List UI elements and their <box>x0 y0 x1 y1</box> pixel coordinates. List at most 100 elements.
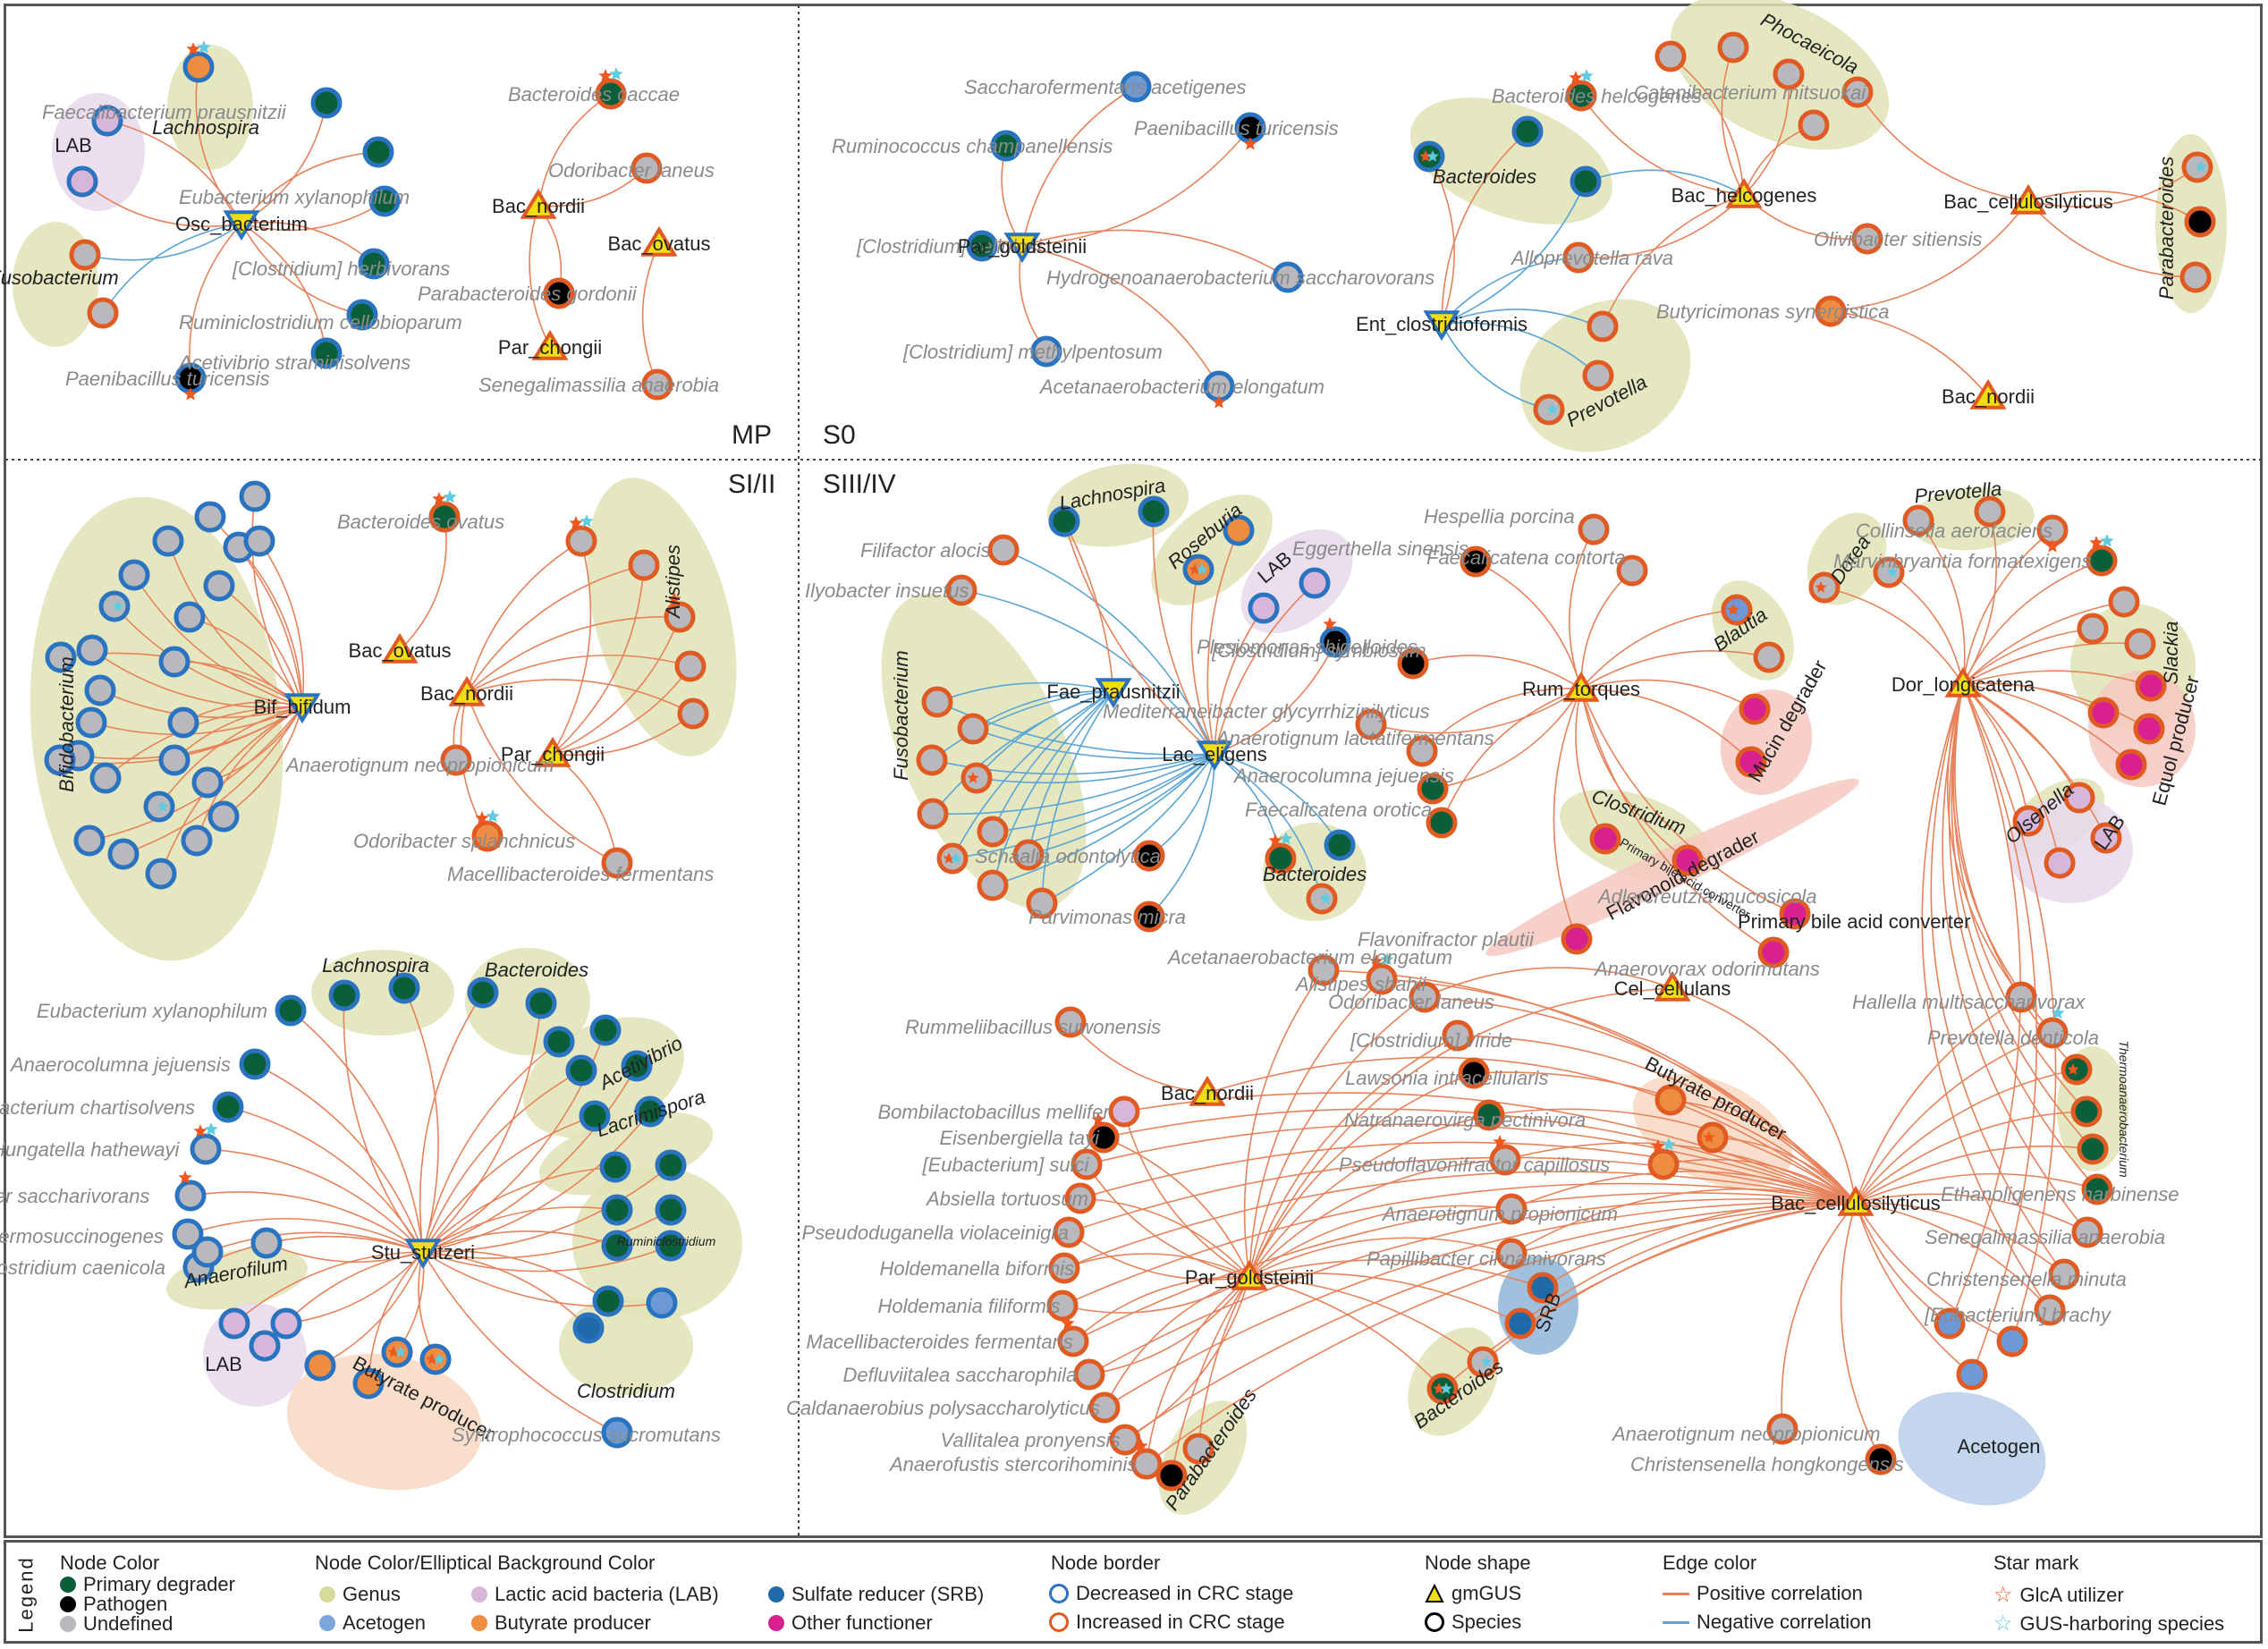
species-node[interactable] <box>310 87 343 119</box>
species-node[interactable] <box>2036 1006 2069 1049</box>
species-circle[interactable] <box>945 574 977 606</box>
species-circle[interactable] <box>2179 261 2212 293</box>
species-circle[interactable] <box>173 601 206 633</box>
species-circle[interactable] <box>2036 1017 2069 1049</box>
species-node[interactable] <box>1272 261 1304 293</box>
species-node[interactable] <box>990 130 1022 162</box>
species-node[interactable] <box>1071 1148 1103 1180</box>
species-node[interactable] <box>977 869 1009 901</box>
species-node[interactable] <box>1873 556 1905 588</box>
species-node[interactable] <box>1265 832 1297 875</box>
species-circle[interactable] <box>368 185 401 217</box>
species-node[interactable] <box>1996 1325 2028 1357</box>
species-node[interactable] <box>601 1230 633 1262</box>
species-node[interactable] <box>601 1416 633 1449</box>
species-node[interactable] <box>1397 647 1429 680</box>
species-node[interactable] <box>1533 393 1565 426</box>
species-circle[interactable] <box>1155 1459 1188 1492</box>
species-node[interactable] <box>1654 1084 1687 1116</box>
species-circle[interactable] <box>1071 1148 1103 1180</box>
species-circle[interactable] <box>1956 1358 1988 1391</box>
species-node[interactable] <box>1721 594 1753 626</box>
species-node[interactable] <box>1779 898 1811 930</box>
species-circle[interactable] <box>565 525 597 557</box>
species-node[interactable] <box>1458 1057 1490 1089</box>
species-circle[interactable] <box>1654 40 1687 72</box>
species-node[interactable] <box>2081 1173 2113 1205</box>
species-node[interactable] <box>1306 883 1338 915</box>
gmgus-hub-bac_helcogenes[interactable] <box>1725 177 1763 208</box>
species-node[interactable] <box>1073 1358 1105 1391</box>
species-circle[interactable] <box>346 299 378 331</box>
species-node[interactable] <box>592 1285 624 1317</box>
species-circle[interactable] <box>91 105 123 137</box>
species-circle[interactable] <box>191 766 224 799</box>
gmgus-hub-dor_longicatena[interactable] <box>1944 666 1982 698</box>
species-circle[interactable] <box>270 1307 302 1340</box>
species-circle[interactable] <box>1495 1238 1528 1270</box>
species-circle[interactable] <box>174 1180 207 1212</box>
species-node[interactable] <box>1026 887 1058 919</box>
gmgus-hub-bac_cellulosilyticus[interactable] <box>1837 1185 1874 1216</box>
species-node[interactable] <box>936 842 969 875</box>
species-node[interactable] <box>388 972 420 1004</box>
species-node[interactable] <box>945 574 977 606</box>
species-circle[interactable] <box>1030 335 1062 368</box>
species-circle[interactable] <box>1307 954 1340 986</box>
species-circle[interactable] <box>1766 1413 1798 1445</box>
species-circle[interactable] <box>677 698 709 730</box>
species-node[interactable] <box>1442 1019 1474 1052</box>
species-circle[interactable] <box>674 650 707 682</box>
species-circle[interactable] <box>1397 647 1429 680</box>
species-node[interactable] <box>674 650 707 682</box>
species-node[interactable] <box>572 1312 605 1344</box>
species-circle[interactable] <box>190 1133 222 1165</box>
species-node[interactable] <box>1319 617 1351 658</box>
species-node[interactable] <box>1589 823 1621 855</box>
up-triangle-icon[interactable] <box>1562 671 1600 702</box>
species-circle[interactable] <box>1616 554 1648 587</box>
species-node[interactable] <box>1248 592 1280 624</box>
species-node[interactable] <box>358 248 390 280</box>
species-node[interactable] <box>1570 165 1602 198</box>
species-node[interactable] <box>2115 748 2147 781</box>
species-circle[interactable] <box>966 230 998 262</box>
species-circle[interactable] <box>358 248 390 280</box>
species-node[interactable] <box>579 1100 611 1132</box>
species-node[interactable] <box>1130 1439 1163 1480</box>
species-node[interactable] <box>440 744 472 776</box>
species-node[interactable] <box>916 744 948 776</box>
species-circle[interactable] <box>87 297 119 329</box>
species-node[interactable] <box>1155 1459 1188 1492</box>
species-circle[interactable] <box>1565 80 1597 112</box>
species-node[interactable] <box>2005 981 2037 1013</box>
species-node[interactable] <box>2061 1053 2093 1086</box>
species-circle[interactable] <box>1974 495 2006 528</box>
species-circle[interactable] <box>1570 165 1602 198</box>
species-circle[interactable] <box>634 1095 666 1128</box>
species-node[interactable] <box>543 1026 575 1058</box>
species-node[interactable] <box>1053 1216 1085 1248</box>
species-circle[interactable] <box>1319 626 1351 658</box>
species-node[interactable] <box>89 762 122 794</box>
species-circle[interactable] <box>977 869 1009 901</box>
species-node[interactable] <box>84 674 116 706</box>
species-node[interactable] <box>174 362 207 401</box>
species-circle[interactable] <box>66 165 98 198</box>
species-circle[interactable] <box>76 634 108 666</box>
species-circle[interactable] <box>84 674 116 706</box>
species-node[interactable] <box>621 1050 653 1082</box>
species-node[interactable] <box>977 816 1009 848</box>
species-node[interactable] <box>543 277 575 309</box>
species-node[interactable] <box>1902 504 1934 537</box>
up-triangle-icon[interactable] <box>448 675 486 706</box>
species-circle[interactable] <box>182 51 215 83</box>
species-circle[interactable] <box>2184 206 2216 238</box>
species-circle[interactable] <box>1757 936 1790 968</box>
species-node[interactable] <box>1587 310 1619 342</box>
species-circle[interactable] <box>467 977 499 1009</box>
down-triangle-icon[interactable] <box>1095 678 1132 709</box>
species-circle[interactable] <box>1265 842 1297 875</box>
species-circle[interactable] <box>75 706 107 739</box>
species-circle[interactable] <box>1409 981 1441 1013</box>
